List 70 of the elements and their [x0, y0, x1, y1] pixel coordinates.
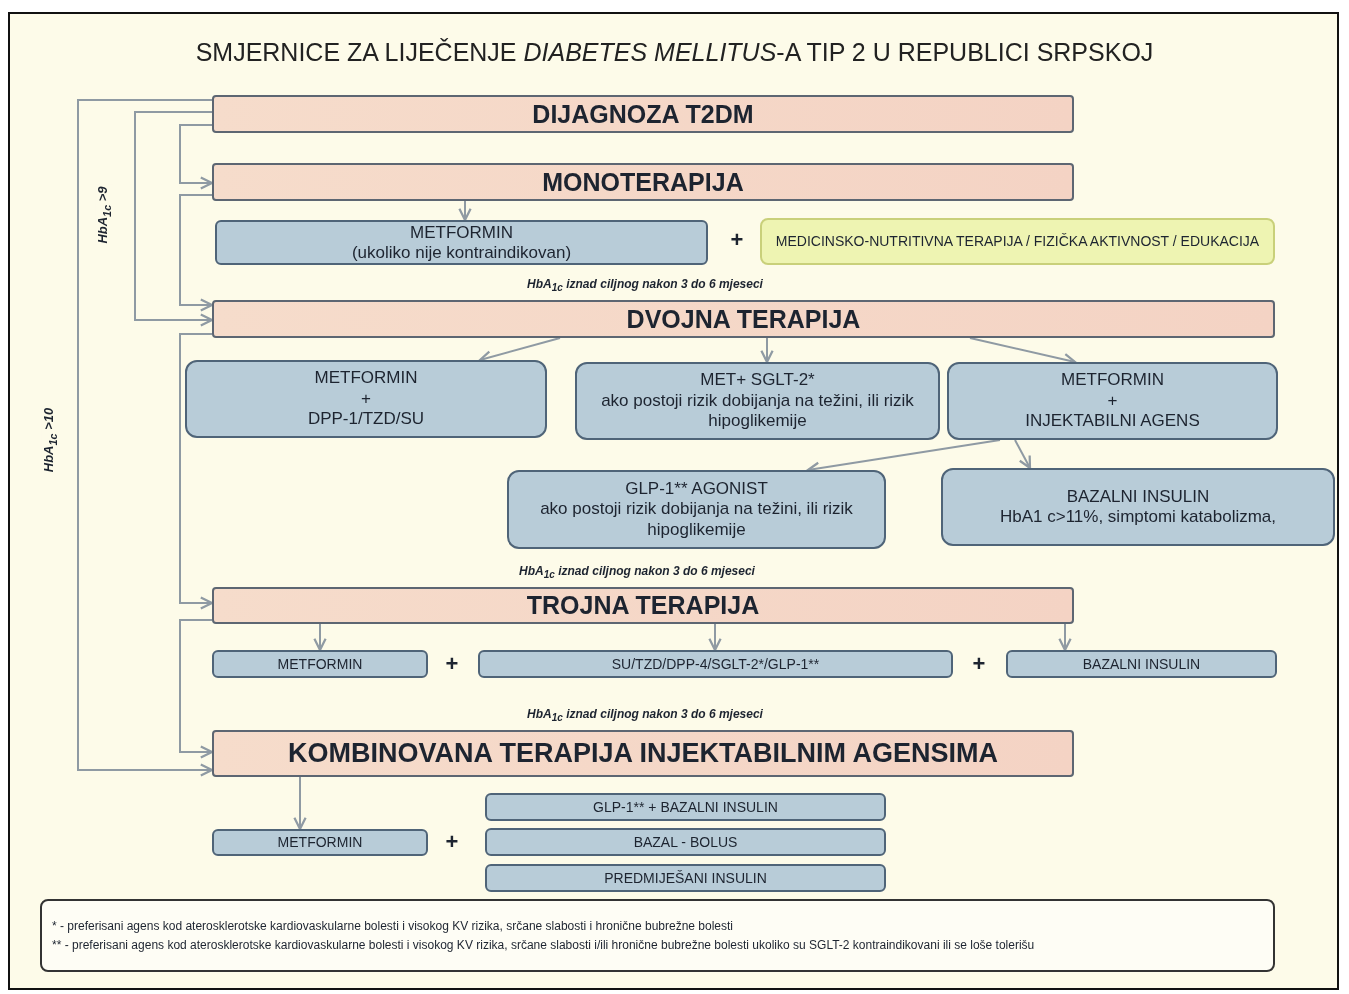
arrow — [134, 111, 214, 327]
therapy-box — [478, 650, 953, 678]
drug-name: MEDICINSKO-NUTRITIVNA TERAPIJA / FIZIČKA AKTIVNOST / EDUKACIJA — [775, 232, 1260, 251]
drug-note: + — [361, 388, 371, 410]
drug-note: + — [1107, 390, 1118, 412]
condition-note: HbA$_{1c}$ iznad ciljnog nakon 3 do 6 mjeseci — [527, 706, 763, 724]
arrow — [179, 619, 214, 759]
drug-name: METFORMIN — [277, 655, 363, 673]
lifestyle-box — [760, 218, 1275, 265]
therapy-box — [485, 793, 886, 821]
therapy-box — [215, 220, 708, 265]
drug-name: BAZALNI INSULIN — [1082, 655, 1201, 673]
stage-box — [212, 163, 1074, 201]
stage-box — [212, 730, 1074, 777]
arrow — [179, 333, 214, 610]
stage-box — [212, 300, 1275, 338]
arrow — [293, 776, 307, 831]
drug-name: PREDMIJEŠANI INSULIN — [604, 869, 767, 887]
stage-heading: DIJAGNOZA T2DM — [532, 99, 754, 129]
footnote-text: ** - preferisani agens kod aterosklerotske kardiovaskularne bolesti i visokog KV rizika, srčane slabosti i/ili hronične bubrežne bolesti ukoliko su SGLT-2 kontraindikovani ili se loše tolerišu — [52, 936, 1035, 954]
drug-name: SU/TZD/DPP-4/SGLT-2*/GLP-1** — [611, 655, 820, 673]
therapy-box — [185, 360, 547, 438]
drug-note: DPP-1/TZD/SU — [307, 409, 425, 430]
drug-name: METFORMIN — [314, 368, 418, 389]
therapy-box — [212, 829, 428, 856]
arrow — [179, 124, 214, 190]
drug-name: METFORMIN — [1061, 370, 1164, 391]
arrow — [1058, 623, 1072, 652]
therapy-box — [507, 470, 886, 549]
plus-sign: + — [445, 829, 459, 855]
condition-note: HbA$_{1c}$ iznad ciljnog nakon 3 do 6 mjeseci — [519, 563, 755, 581]
drug-name: GLP-1** AGONIST — [625, 478, 768, 500]
therapy-box — [941, 468, 1335, 546]
arrow — [760, 337, 774, 364]
drug-name: METFORMIN — [277, 834, 363, 851]
drug-note: HbA1 c>11%, simptomi katabolizma, — [999, 507, 1277, 528]
arrow — [179, 194, 214, 312]
therapy-box — [575, 362, 940, 440]
drug-name: MET+ SGLT-2* — [700, 370, 815, 391]
therapy-box — [212, 650, 428, 678]
drug-note: ako postoji rizik dobijanja na težini, ili rizik hipoglikemije — [539, 499, 854, 541]
therapy-box — [485, 864, 886, 892]
drug-note: ako postoji rizik dobijanja na težini, ili rizik hipoglikemije — [600, 390, 915, 432]
arrow — [708, 623, 722, 652]
title: SMJERNICE ZA LIJEČENJE DIABETES MELLITUS-A TIP 2 U REPUBLICI SRPSKOJ — [194, 38, 1155, 67]
condition-note: HbA$_{1c}$ iznad ciljnog nakon 3 do 6 mjeseci — [527, 276, 763, 294]
arrow — [313, 623, 327, 652]
arrow — [77, 99, 214, 777]
footnote-box — [40, 899, 1275, 972]
drug-note: (ukoliko nije kontraindikovan) — [351, 242, 572, 263]
drug-name: BAZAL - BOLUS — [633, 833, 738, 851]
stage-heading: TROJNA TERAPIJA — [526, 591, 760, 620]
stage-box — [212, 587, 1074, 624]
plus-sign: + — [972, 651, 986, 677]
therapy-box — [485, 828, 886, 856]
drug-name: GLP-1** + BAZALNI INSULIN — [593, 798, 778, 816]
stage-heading: DVOJNA TERAPIJA — [626, 304, 861, 334]
drug-name: BAZALNI INSULIN — [1066, 486, 1210, 507]
therapy-box — [947, 362, 1278, 440]
footnote-text: * - preferisani agens kod aterosklerotske kardiovaskularne bolesti i visokog KV rizika, srčane slabosti i hronične bubrežne bolesti — [52, 917, 733, 935]
stage-heading: MONOTERAPIJA — [542, 167, 744, 197]
arrow — [1014, 439, 1032, 470]
plus-sign: + — [730, 227, 744, 253]
arrow — [458, 200, 472, 222]
stage-box — [212, 95, 1074, 133]
therapy-box — [1006, 650, 1277, 678]
drug-note: INJEKTABILNI AGENS — [1025, 411, 1200, 432]
stage-heading: KOMBINOVANA TERAPIJA INJEKTABILNIM AGENSIMA — [288, 738, 998, 769]
plus-sign: + — [445, 651, 459, 677]
drug-name: METFORMIN — [410, 222, 513, 243]
